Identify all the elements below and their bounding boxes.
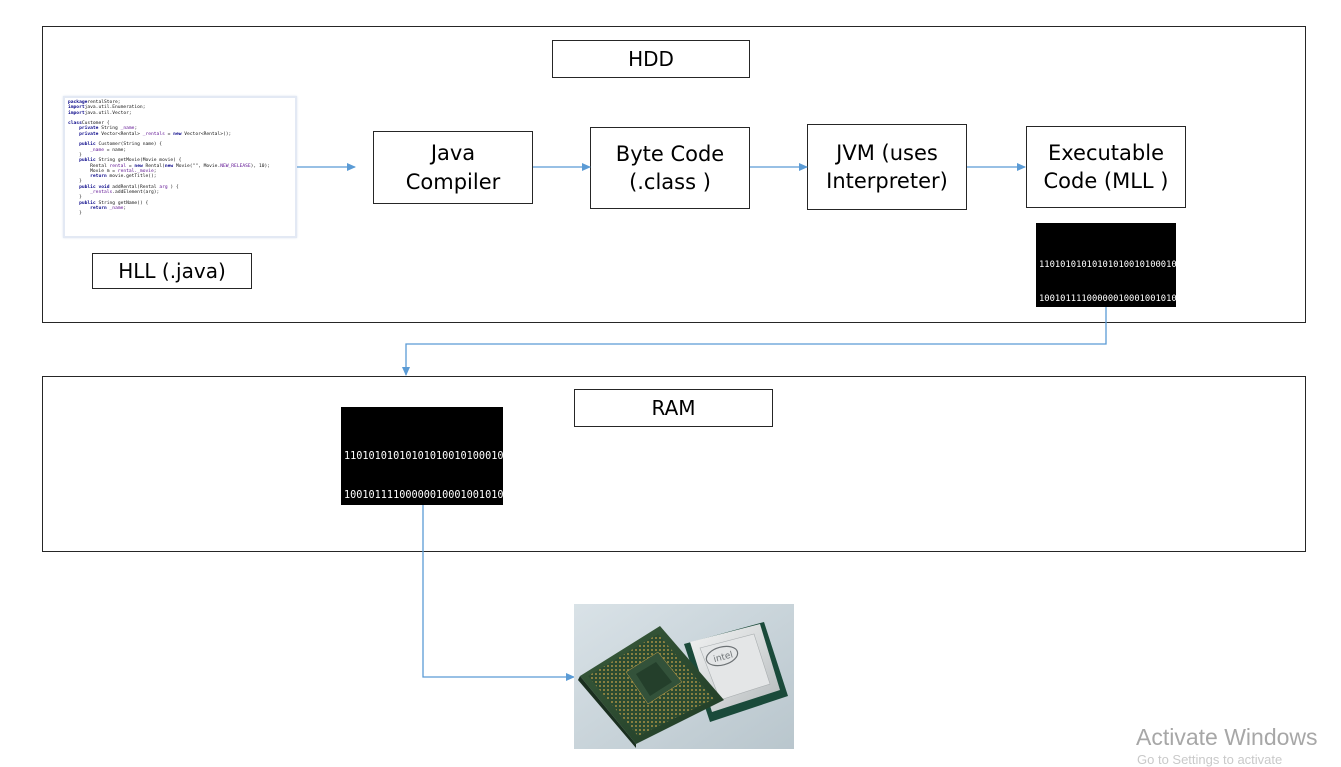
code-line: public String getMovie(Movie movie) {	[79, 158, 182, 164]
code-line: return _name;	[90, 205, 127, 211]
jvm-box: JVM (uses Interpreter)	[807, 124, 967, 210]
executable-code-box: Executable Code (MLL )	[1026, 126, 1186, 208]
binary-line: 11010101010101010010100010	[1039, 260, 1176, 271]
code-line: }	[68, 179, 82, 185]
hdd-label: HDD	[552, 40, 750, 78]
arrow-hdd-to-ram	[402, 307, 1107, 376]
code-line: _rentals.addElement(arg);	[90, 190, 160, 196]
ram-binary-block: 11010101010101010010100010 1001011110000…	[341, 407, 503, 505]
activate-windows-subtext: Go to Settings to activate	[1137, 752, 1283, 767]
arrow-ram-to-cpu	[422, 505, 575, 681]
code-line: Rental rental = new Rental(new Movie("",…	[68, 163, 271, 169]
code-line: classCustomer {	[68, 121, 110, 127]
intel-logo-text: intel	[713, 650, 735, 665]
binary-line: 10010111100000010001001010	[344, 490, 503, 501]
ram-region	[42, 376, 1306, 552]
code-line: Movie m = rental._movie;	[68, 168, 157, 174]
hll-java-label: HLL (.java)	[92, 253, 252, 289]
code-line: private String _name;	[79, 126, 138, 132]
java-compiler-box: Java Compiler	[373, 131, 533, 204]
binary-line: 10010111100000010001001010	[1039, 294, 1176, 305]
code-line: public String getName() {	[79, 200, 149, 206]
ram-label: RAM	[574, 389, 773, 427]
code-line: }	[68, 211, 82, 217]
code-line: }	[68, 195, 82, 201]
java-source-code-snippet: packagerentalStore;importjava.util.Enume…	[63, 96, 297, 238]
code-line: private Vector<Rental> _rentals = new Ve…	[79, 131, 232, 137]
code-line: _name = name;	[90, 147, 127, 153]
code-line: public Customer(String name) {	[79, 142, 163, 148]
code-line: importjava.util.Vector;	[68, 110, 132, 116]
activate-windows-watermark: Activate Windows	[1136, 724, 1318, 750]
code-line: importjava.util.Enumeration;	[68, 105, 146, 111]
code-line: }	[68, 152, 82, 158]
binary-line: 11010101010101010010100010	[344, 451, 503, 462]
cpu-processor-image: intel	[574, 604, 794, 749]
code-line: public void addRental(Rental arg ) {	[79, 184, 179, 190]
byte-code-box: Byte Code (.class )	[590, 127, 750, 209]
code-line: return movie.getTitle();	[90, 174, 157, 180]
executable-binary-block: 11010101010101010010100010 1001011110000…	[1036, 223, 1176, 307]
code-line: packagerentalStore;	[68, 100, 121, 105]
